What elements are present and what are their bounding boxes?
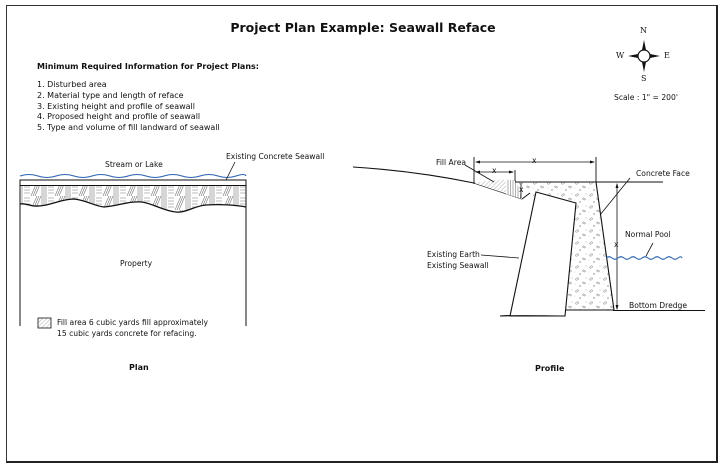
seawall-leader-line <box>225 161 236 181</box>
compass-west-label: W <box>616 51 625 60</box>
plan-fill-area <box>20 186 246 213</box>
dim-total-label: x <box>532 156 537 165</box>
bottom-dredge-label: Bottom Dredge <box>629 301 688 310</box>
compass-east-label: E <box>664 51 670 60</box>
water-label: Stream or Lake <box>105 160 163 169</box>
dim-fill-width-label: x <box>492 166 497 175</box>
fill-area-leader <box>464 164 495 183</box>
requirements-heading: Minimum Required Information for Project… <box>37 62 259 71</box>
plan-earth-edge <box>19 198 247 213</box>
legend-fill-swatch-icon <box>37 317 52 329</box>
existing-earth-leader <box>480 254 520 259</box>
requirement-item: 3. Existing height and profile of seawal… <box>37 101 195 111</box>
scale-label: Scale : 1" = 200' <box>614 93 678 102</box>
dim-wall-height-label: x <box>614 240 619 249</box>
requirement-item: 2. Material type and length of reface <box>37 90 184 100</box>
normal-pool-leader <box>645 242 654 257</box>
profile-fill-area-vertical <box>506 180 522 199</box>
plan-caption: Plan <box>129 363 149 372</box>
existing-earth-label: Existing Earth <box>427 250 480 259</box>
dim-fill-height-label: x <box>519 185 524 194</box>
normal-pool-label: Normal Pool <box>625 230 671 239</box>
concrete-face-outer-edge <box>595 181 615 311</box>
requirement-item: 1. Disturbed area <box>37 80 107 89</box>
existing-seawall-label: Existing Concrete Seawall <box>226 152 325 161</box>
compass-north-label: N <box>640 26 647 35</box>
profile-caption: Profile <box>535 364 565 373</box>
plan-water-line <box>19 173 247 179</box>
existing-seawall-profile-label: Existing Seawall <box>427 261 489 270</box>
page-frame <box>6 5 718 463</box>
profile-ground-line <box>352 166 523 200</box>
fill-area-label: Fill Area <box>436 158 467 167</box>
legend-line-2: 15 cubic yards concrete for refacing. <box>57 329 197 338</box>
property-label: Property <box>120 259 153 268</box>
concrete-face-label: Concrete Face <box>636 169 690 178</box>
legend-line-1: Fill area 6 cubic yards fill approximate… <box>57 318 208 327</box>
normal-pool-water-line <box>605 256 683 260</box>
page-title: Project Plan Example: Seawall Reface <box>230 20 496 35</box>
compass-south-label: S <box>641 74 647 83</box>
fill-to-wall-edge <box>521 192 531 200</box>
requirements-list: 1. Disturbed area 2. Material type and l… <box>37 80 220 134</box>
profile-existing-seawall <box>509 191 577 317</box>
requirement-item: 5. Type and volume of fill landward of s… <box>37 123 220 133</box>
concrete-face-leader <box>599 177 631 216</box>
requirement-item: 4. Proposed height and profile of seawal… <box>37 112 201 122</box>
plan-existing-seawall <box>19 179 247 186</box>
